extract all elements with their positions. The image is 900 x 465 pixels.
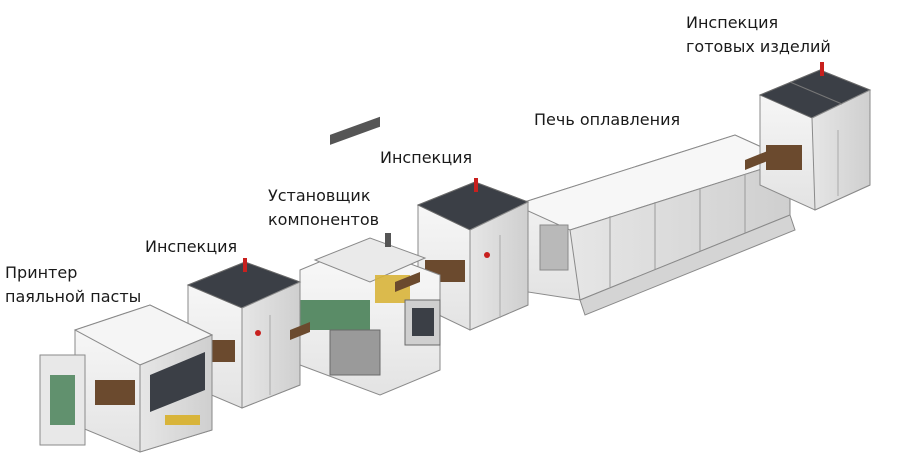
label-line-2: компонентов <box>268 210 380 229</box>
final-inspection-machine <box>758 62 872 211</box>
label-inspection-1: Инспекция <box>145 235 237 259</box>
label-final-inspection: Инспекция готовых изделий <box>686 11 831 59</box>
label-line-2: готовых изделий <box>686 37 831 56</box>
label-solder-paste-printer: Принтер паяльной пасты <box>5 261 141 309</box>
conveyor-links <box>290 150 770 340</box>
label-line-1: Принтер <box>5 263 78 282</box>
label-reflow-oven: Печь оплавления <box>534 108 680 132</box>
label-line-1: Инспекция <box>686 13 779 32</box>
label-inspection-2: Инспекция <box>380 146 472 170</box>
label-line-1: Инспекция <box>145 237 238 256</box>
inspection-1-machine <box>186 258 302 409</box>
label-line-1: Инспекция <box>380 148 473 167</box>
label-line-1: Установщик <box>268 186 371 205</box>
reflow-oven <box>513 134 796 316</box>
solder-paste-printer-machine <box>39 304 214 453</box>
label-line-2: паяльной пасты <box>5 287 142 306</box>
label-component-placer: Установщик компонентов <box>268 184 379 232</box>
label-line-1: Печь оплавления <box>534 110 681 129</box>
